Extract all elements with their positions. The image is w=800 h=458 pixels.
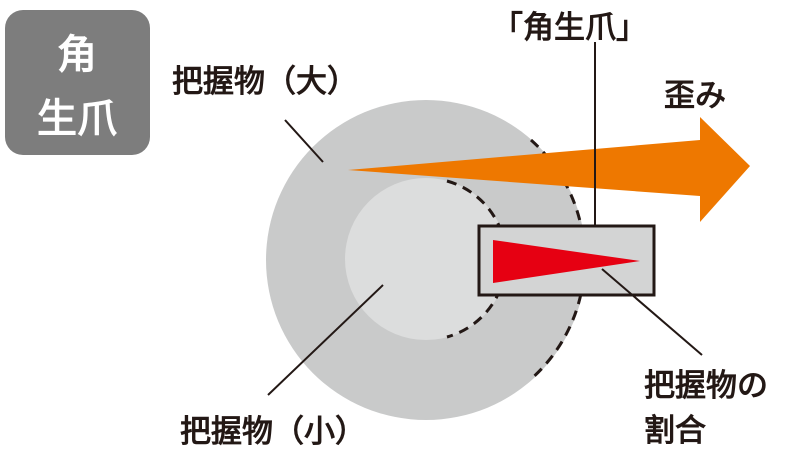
label-object-small: 把握物（小）: [180, 414, 366, 450]
ratio-triangle: [493, 240, 640, 283]
large-leader-line: [284, 119, 324, 163]
label-ratio-line2: 割合: [644, 413, 706, 449]
ratio-leader-line: [601, 268, 703, 356]
badge-line2: 生爪: [37, 96, 117, 142]
label-object-large: 把握物（大）: [172, 64, 358, 100]
small-leader-line: [267, 284, 384, 396]
label-distortion: 歪み: [664, 78, 726, 114]
title-badge: [5, 10, 150, 155]
label-nail: 「角生爪」: [492, 10, 647, 46]
distortion-arrow: [348, 117, 750, 222]
label-ratio-line1: 把握物の: [644, 368, 768, 404]
badge-line1: 角: [57, 32, 97, 78]
small-object-circle: [345, 178, 507, 340]
